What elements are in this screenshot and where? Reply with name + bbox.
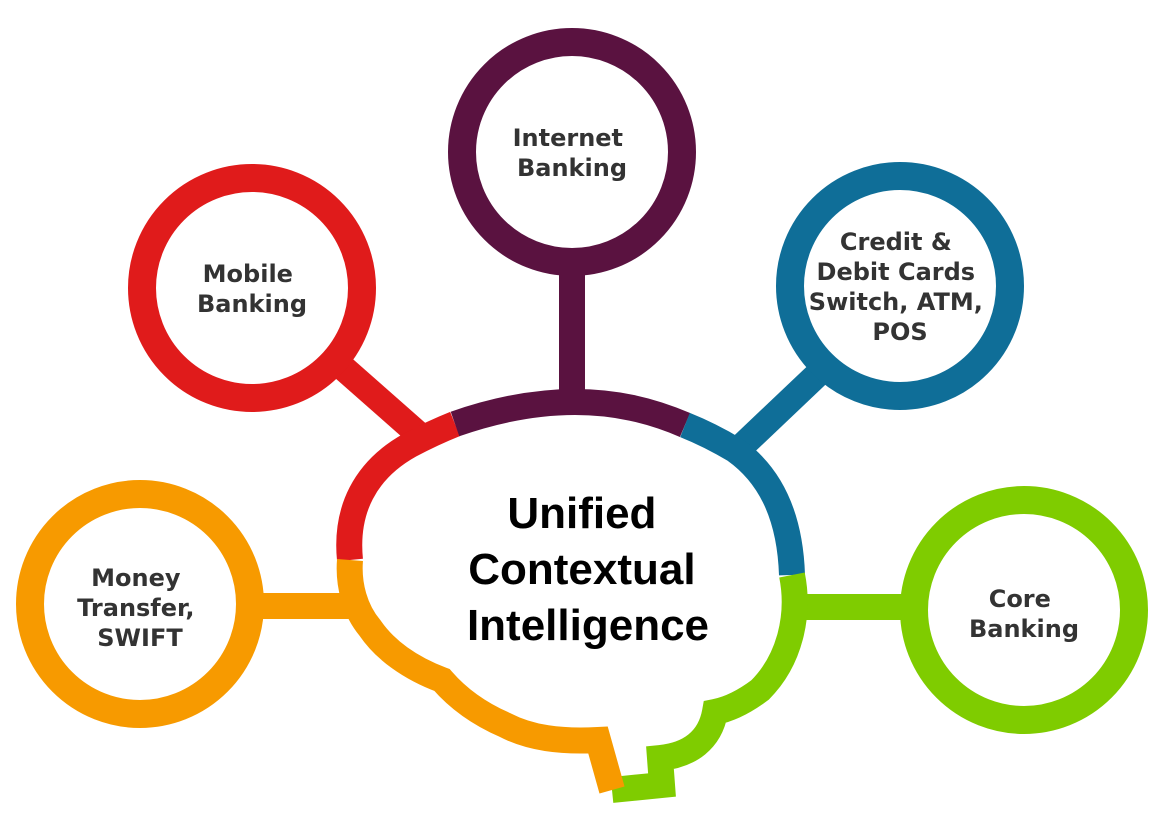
node-cards-ring (776, 162, 1024, 410)
node-internet-line-2: Banking (517, 154, 627, 182)
node-internet-banking: Internet Banking (448, 28, 696, 276)
bubble-segment-cards (680, 412, 805, 576)
node-mobile-label: Mobile Banking (197, 260, 307, 318)
node-cards-line-4: POS (872, 318, 927, 346)
node-mobile-line-2: Banking (197, 290, 307, 318)
node-money-line-2: Transfer, (77, 594, 194, 622)
node-money-line-3: SWIFT (97, 624, 183, 652)
node-mobile-ring (128, 164, 376, 412)
bubble-segment-money (336, 558, 625, 794)
node-cards: Credit & Debit Cards Switch, ATM, POS (776, 162, 1024, 410)
node-money-ring (16, 480, 264, 728)
bubble-segment-mobile (336, 411, 460, 562)
node-cards-line-2: Debit Cards (817, 258, 976, 286)
node-cards-line-1: Credit & (840, 228, 952, 256)
node-internet-ring (448, 28, 696, 276)
node-internet-label: Internet Banking (513, 124, 632, 182)
node-cards-line-3: Switch, ATM, (809, 288, 983, 316)
node-core-banking: Core Banking (900, 486, 1148, 734)
bubble-segment-internet (450, 388, 691, 437)
center-line-2: Contextual (468, 545, 695, 594)
node-core-label: Core Banking (969, 585, 1079, 643)
node-mobile-line-1: Mobile (203, 260, 293, 288)
node-core-line-1: Core (989, 585, 1051, 613)
connector-mobile (323, 348, 434, 450)
node-cards-label: Credit & Debit Cards Switch, ATM, POS (809, 228, 991, 346)
node-internet-line-1: Internet (513, 124, 623, 152)
center-title: Unified Contextual Intelligence (467, 489, 709, 650)
central-bubble: Unified Contextual Intelligence (336, 388, 808, 803)
center-line-3: Intelligence (467, 601, 709, 650)
node-money-label: Money Transfer, SWIFT (77, 564, 203, 652)
node-money-line-1: Money (91, 564, 181, 592)
bubble-segment-core (610, 572, 808, 803)
node-core-line-2: Banking (969, 615, 1079, 643)
center-line-1: Unified (507, 489, 656, 538)
node-mobile-banking: Mobile Banking (128, 164, 376, 412)
node-money-transfer: Money Transfer, SWIFT (16, 480, 264, 728)
node-core-ring (900, 486, 1148, 734)
